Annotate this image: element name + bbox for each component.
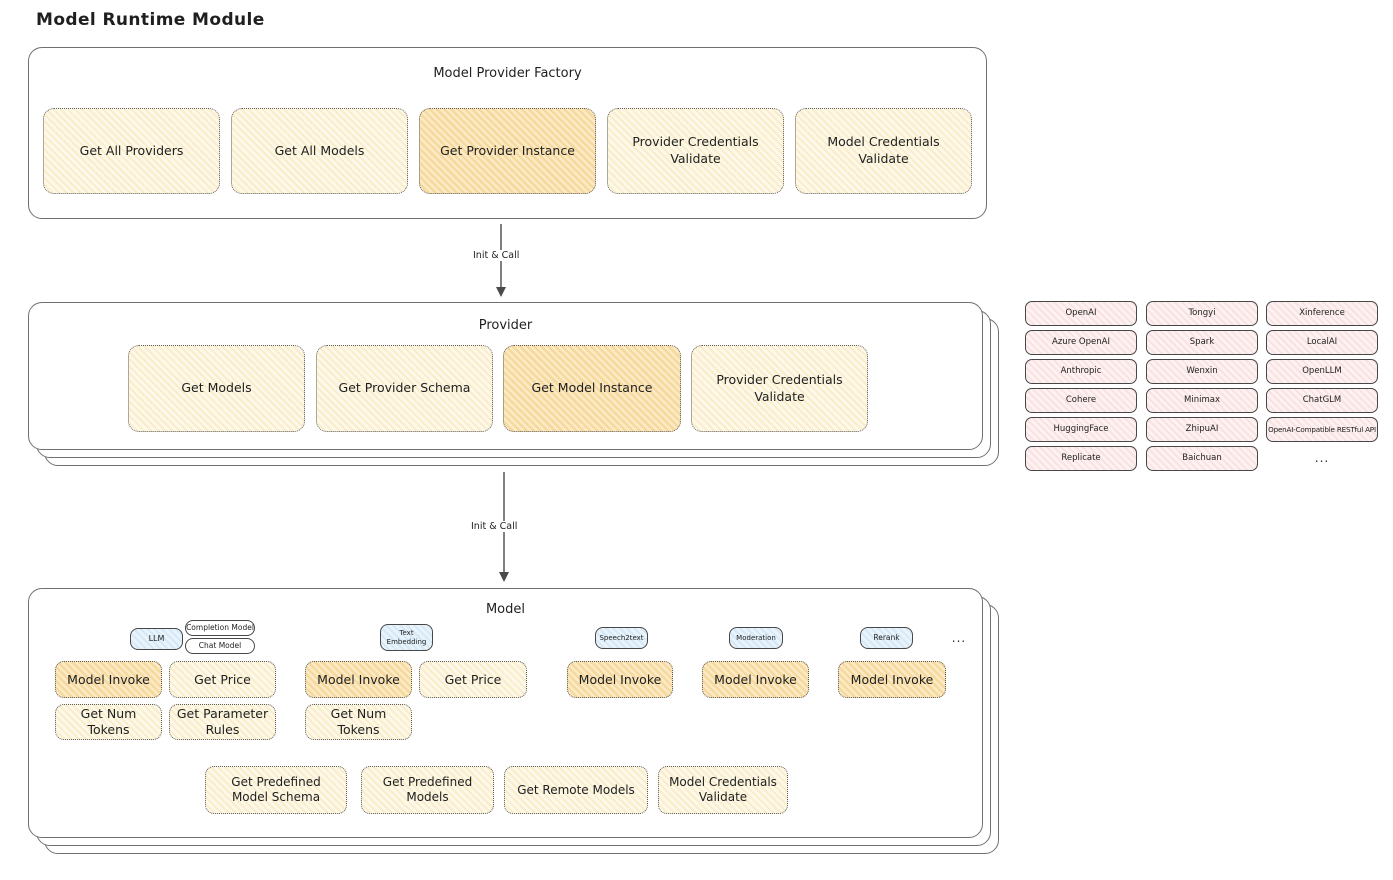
model-credentials-validate: Model Credentials Validate — [658, 766, 788, 814]
get-predefined-models: Get Predefined Models — [361, 766, 494, 814]
factory-title: Model Provider Factory — [433, 66, 582, 81]
tab-text-embedding: Text Embedding — [380, 624, 433, 651]
factory-item-get-all-providers: Get All Providers — [43, 108, 220, 194]
providers-more-ellipsis: ... — [1314, 451, 1330, 465]
llm-get-num-tokens: Get Num Tokens — [55, 704, 162, 740]
factory-item-get-all-models: Get All Models — [231, 108, 408, 194]
provider-openai-compatible-restful-api: OpenAI-Compatible RESTful API — [1266, 417, 1378, 442]
llm-get-parameter-rules: Get Parameter Rules — [169, 704, 276, 740]
tab-speech2text: Speech2text — [595, 627, 648, 649]
model-title: Model — [485, 602, 526, 617]
provider-baichuan: Baichuan — [1146, 446, 1258, 471]
provider-minimax: Minimax — [1146, 388, 1258, 413]
tab-moderation: Moderation — [729, 627, 783, 649]
provider-anthropic: Anthropic — [1025, 359, 1137, 384]
text-embedding-get-num-tokens: Get Num Tokens — [305, 704, 412, 740]
tab-llm: LLM — [130, 628, 183, 650]
get-predefined-model-schema: Get Predefined Model Schema — [205, 766, 347, 814]
provider-cohere: Cohere — [1025, 388, 1137, 413]
provider-title: Provider — [478, 318, 533, 333]
provider-azure-openai: Azure OpenAI — [1025, 330, 1137, 355]
llm-model-invoke: Model Invoke — [55, 661, 162, 698]
provider-localai: LocalAI — [1266, 330, 1378, 355]
provider-item-get-model-instance: Get Model Instance — [503, 345, 681, 432]
factory-item-model-credentials-validate: Model Credentials Validate — [795, 108, 972, 194]
provider-huggingface: HuggingFace — [1025, 417, 1137, 442]
rerank-model-invoke: Model Invoke — [838, 661, 946, 698]
llm-get-price: Get Price — [169, 661, 276, 698]
provider-item-get-provider-schema: Get Provider Schema — [316, 345, 493, 432]
provider-xinference: Xinference — [1266, 301, 1378, 326]
provider-item-provider-credentials-validate: Provider Credentials Validate — [691, 345, 868, 432]
provider-openai: OpenAI — [1025, 301, 1137, 326]
tab-completion-model: Completion Model — [185, 620, 255, 636]
tab-rerank: Rerank — [860, 627, 913, 649]
moderation-model-invoke: Model Invoke — [702, 661, 809, 698]
init-call-label-1: Init & Call — [470, 250, 523, 261]
text-embedding-get-price: Get Price — [419, 661, 527, 698]
provider-zhipuai: ZhipuAI — [1146, 417, 1258, 442]
provider-item-get-models: Get Models — [128, 345, 305, 432]
diagram-title: Model Runtime Module — [36, 10, 265, 30]
tab-chat-model: Chat Model — [185, 638, 255, 654]
factory-item-provider-credentials-validate: Provider Credentials Validate — [607, 108, 784, 194]
provider-spark: Spark — [1146, 330, 1258, 355]
provider-replicate: Replicate — [1025, 446, 1137, 471]
text-embedding-model-invoke: Model Invoke — [305, 661, 412, 698]
speech2text-model-invoke: Model Invoke — [567, 661, 673, 698]
tabs-more-ellipsis: ... — [951, 631, 967, 645]
factory-item-get-provider-instance: Get Provider Instance — [419, 108, 596, 194]
init-call-label-2: Init & Call — [468, 521, 521, 532]
provider-tongyi: Tongyi — [1146, 301, 1258, 326]
init-call-arrow-1 — [496, 224, 506, 297]
provider-chatglm: ChatGLM — [1266, 388, 1378, 413]
provider-openllm: OpenLLM — [1266, 359, 1378, 384]
provider-wenxin: Wenxin — [1146, 359, 1258, 384]
get-remote-models: Get Remote Models — [504, 766, 648, 814]
